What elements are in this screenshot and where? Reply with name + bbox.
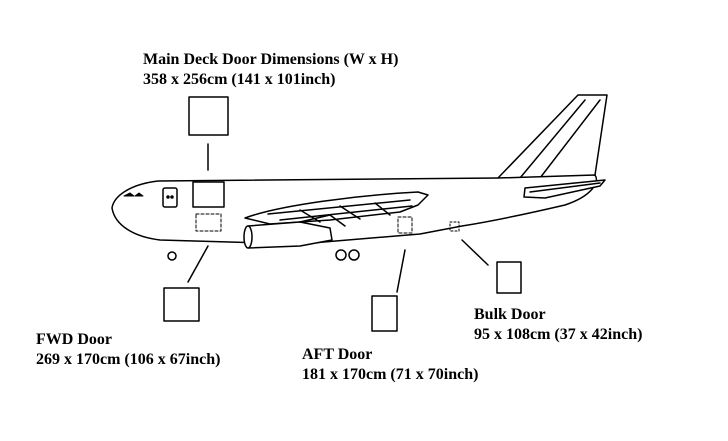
door-window bbox=[166, 195, 170, 199]
main-gear-wheel bbox=[348, 249, 360, 261]
nose-gear-wheel bbox=[167, 251, 177, 261]
stabilizer-stripe bbox=[519, 99, 601, 179]
engine-intake bbox=[243, 225, 253, 249]
engine-pylon bbox=[299, 214, 346, 227]
cockpit-window bbox=[123, 192, 144, 197]
main-deck-door-title: Main Deck Door Dimensions (W x H) bbox=[143, 51, 399, 68]
bulk-door-callout-box bbox=[496, 261, 522, 294]
bulk-door-outline bbox=[449, 221, 460, 232]
main-deck-door-outline bbox=[192, 181, 225, 208]
aft-door-callout-box bbox=[371, 295, 398, 332]
main-deck-door-callout-box bbox=[188, 96, 229, 136]
engine-nacelle bbox=[247, 221, 333, 249]
fwd-door-callout-box bbox=[163, 287, 200, 322]
fwd-door-leader-line bbox=[187, 245, 209, 283]
stabilizer-tip bbox=[529, 182, 601, 193]
main-deck-door-dims: 358 x 256cm (141 x 101inch) bbox=[143, 71, 336, 88]
vertical-stabilizer bbox=[497, 94, 608, 179]
door-window bbox=[170, 195, 174, 199]
aft-door-title: AFT Door bbox=[302, 346, 373, 363]
aft-door-leader-line bbox=[396, 249, 406, 293]
wing-flap bbox=[267, 199, 413, 223]
bulk-door-dims: 95 x 108cm (37 x 42inch) bbox=[474, 326, 643, 343]
aft-door-label: AFT Door 181 x 170cm (71 x 70inch) bbox=[302, 345, 478, 385]
aft-door-outline bbox=[397, 216, 413, 234]
bulk-door-title: Bulk Door bbox=[474, 306, 546, 323]
bulk-door-leader-line bbox=[461, 239, 489, 266]
fwd-door-dims: 269 x 170cm (106 x 67inch) bbox=[36, 351, 221, 368]
fwd-door-title: FWD Door bbox=[36, 331, 112, 348]
crew-door bbox=[162, 187, 178, 208]
main-deck-door-label: Main Deck Door Dimensions (W x H) 358 x … bbox=[143, 50, 398, 90]
bulk-door-label: Bulk Door 95 x 108cm (37 x 42inch) bbox=[474, 305, 642, 345]
fwd-door-label: FWD Door 269 x 170cm (106 x 67inch) bbox=[36, 330, 220, 370]
fwd-door-outline bbox=[195, 213, 222, 232]
aft-door-dims: 181 x 170cm (71 x 70inch) bbox=[302, 366, 479, 383]
main-gear-wheel bbox=[335, 249, 347, 261]
